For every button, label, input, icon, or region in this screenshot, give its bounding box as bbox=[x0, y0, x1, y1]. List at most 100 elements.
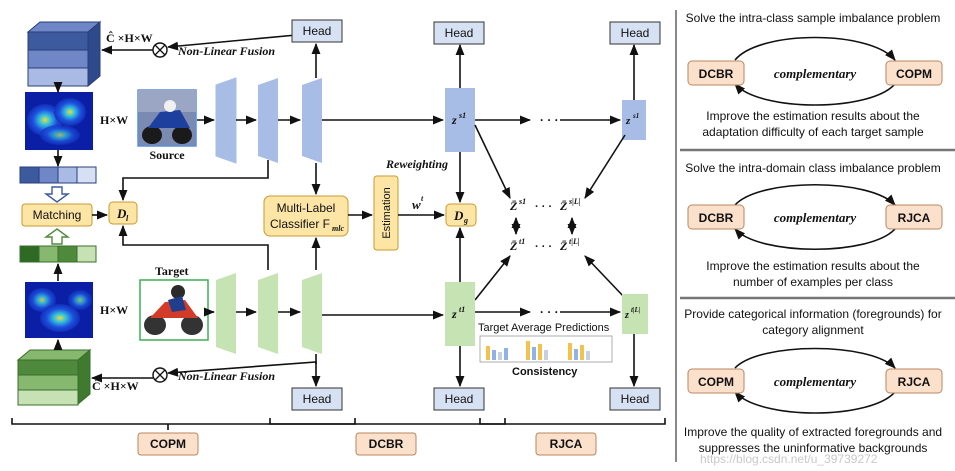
zbar-sL: Z̄ bbox=[559, 199, 568, 213]
source-cnn-to-dl bbox=[118, 160, 269, 202]
zt1-to-zbar-t1 bbox=[474, 255, 511, 301]
head-label: Head bbox=[621, 392, 650, 406]
head-box-bottom-right bbox=[609, 387, 661, 411]
section3-left-label: COPM bbox=[698, 375, 734, 389]
section1-right-label: COPM bbox=[896, 67, 932, 81]
section2-right-box bbox=[885, 204, 943, 230]
nonlinear-fusion-bottom: Non-Linear Fusion bbox=[177, 369, 275, 383]
head-label: Head bbox=[303, 24, 332, 38]
head-box-bottom-left bbox=[291, 387, 343, 411]
head-label: Head bbox=[445, 392, 474, 406]
multiply-icon-bottom bbox=[154, 369, 166, 381]
zt1-label: z bbox=[451, 307, 457, 321]
source-hw-label: H×W bbox=[100, 113, 128, 127]
head-label: Head bbox=[445, 26, 474, 40]
relation-section-1: Solve the intra-class sample imbalance p… bbox=[686, 11, 943, 139]
dl-label: D bbox=[116, 206, 127, 221]
target-c-hw-label: Ĉ ×H×W bbox=[92, 378, 139, 393]
copm-tag bbox=[137, 432, 199, 456]
target-hw-label: H×W bbox=[100, 303, 128, 317]
watermark: https://blog.csdn.net/u_39739272 bbox=[700, 452, 878, 466]
nonlinear-fusion-top: Non-Linear Fusion bbox=[177, 44, 275, 58]
source-image bbox=[137, 89, 197, 147]
section1-top-text: Solve the intra-class sample imbalance p… bbox=[686, 11, 941, 25]
matching-label: Matching bbox=[33, 208, 82, 222]
head-box-top-left bbox=[291, 19, 343, 43]
mlc-line2: Classifier F bbox=[270, 217, 330, 231]
section2-left-box bbox=[687, 204, 745, 230]
source-attention-map bbox=[25, 92, 93, 150]
section3-middle: complementary bbox=[774, 374, 857, 389]
rjca-tag bbox=[535, 432, 597, 456]
down-hollow-arrow-icon bbox=[43, 186, 71, 203]
up-hollow-arrow-icon bbox=[43, 228, 71, 245]
target-feature-stack bbox=[16, 348, 92, 406]
source-backbone bbox=[215, 77, 322, 164]
section1-bottom-line-1: Improve the estimation results about the bbox=[706, 109, 920, 123]
multiply-icon bbox=[154, 44, 166, 56]
rjca-tag-label: RJCA bbox=[550, 437, 583, 451]
head-label: Head bbox=[303, 392, 332, 406]
dg-sub: g bbox=[463, 216, 468, 225]
estimation-box bbox=[373, 175, 399, 251]
section1-bottom-arc-arrow bbox=[734, 83, 896, 106]
zsL-label: z bbox=[625, 115, 631, 127]
zbar-bottom-dots: · · · bbox=[535, 241, 552, 253]
source-vector bbox=[19, 166, 97, 184]
section1-right-box bbox=[885, 60, 943, 86]
dg-discriminator bbox=[445, 203, 477, 227]
relation-section-3: Provide categorical information (foregro… bbox=[684, 307, 943, 455]
section2-middle: complementary bbox=[774, 210, 857, 225]
target-label: Target bbox=[155, 264, 189, 278]
head-label: Head bbox=[621, 26, 650, 40]
multi-label-classifier bbox=[263, 195, 349, 237]
zsL-feature bbox=[622, 100, 646, 140]
zt1-sup: t1 bbox=[459, 305, 465, 314]
source-label: Source bbox=[149, 148, 185, 162]
w-label: w bbox=[412, 197, 421, 212]
dl-sub: l bbox=[126, 214, 129, 223]
zbar-top-dots: · · · bbox=[535, 201, 552, 213]
zt1-feature bbox=[445, 282, 475, 346]
target-cnn-to-dl bbox=[118, 224, 269, 270]
zbar-s1: Z̄ bbox=[509, 199, 518, 213]
target-avg-pred-label: Target Average Predictions bbox=[478, 322, 610, 334]
ztL-to-zbar-tL bbox=[584, 255, 626, 299]
section3-top-line-2: category alignment bbox=[762, 323, 864, 337]
zbar-sL-sup: s|L| bbox=[568, 197, 581, 206]
mlc-sub: mlc bbox=[332, 224, 344, 233]
zbar-tL: Z̄ bbox=[559, 239, 568, 253]
dl-discriminator bbox=[108, 201, 138, 225]
ztL-sup: t|L| bbox=[631, 306, 640, 314]
source-c-hw-label: Ĉ ×H×W bbox=[106, 30, 153, 45]
target-attention-map bbox=[25, 282, 93, 338]
section1-top-arc-arrow bbox=[734, 36, 896, 61]
mlc-line1: Multi-Label bbox=[277, 201, 336, 215]
head-box-top-mid bbox=[433, 21, 485, 45]
section2-top-arc-arrow bbox=[734, 183, 896, 206]
zbar-tL-sup: t|L| bbox=[569, 237, 580, 246]
relation-section-2: Solve the intra-domain class imbalance p… bbox=[685, 161, 943, 289]
section3-right-box bbox=[885, 368, 943, 394]
section2-top-text: Solve the intra-domain class imbalance p… bbox=[685, 161, 940, 175]
dcbr-bracket bbox=[269, 418, 506, 425]
zbar-s1-sup: s1 bbox=[518, 197, 526, 206]
section2-bottom-arc-arrow bbox=[734, 228, 896, 251]
zs1-feature bbox=[445, 88, 475, 152]
zbar-t1-sup: t1 bbox=[519, 237, 525, 246]
section2-left-label: DCBR bbox=[699, 211, 734, 225]
target-vector bbox=[19, 245, 97, 263]
section3-bottom-line-2: suppresses the uninformative backgrounds bbox=[699, 441, 928, 455]
section1-bottom-line-2: adaptation difficulty of each target sam… bbox=[702, 125, 924, 139]
dg-label: D bbox=[453, 208, 464, 223]
head-box-bottom-mid bbox=[433, 387, 485, 411]
section3-bottom-arc-arrow bbox=[734, 391, 896, 414]
estimation-label: Estimation bbox=[381, 187, 393, 238]
copm-bracket bbox=[11, 418, 356, 425]
section1-left-label: DCBR bbox=[699, 67, 734, 81]
head-box-top-right bbox=[609, 21, 661, 45]
copm-tag-label: COPM bbox=[150, 437, 186, 451]
ztL-label: z bbox=[624, 310, 629, 321]
dcbr-tag-label: DCBR bbox=[369, 437, 404, 451]
target-backbone bbox=[216, 273, 322, 354]
